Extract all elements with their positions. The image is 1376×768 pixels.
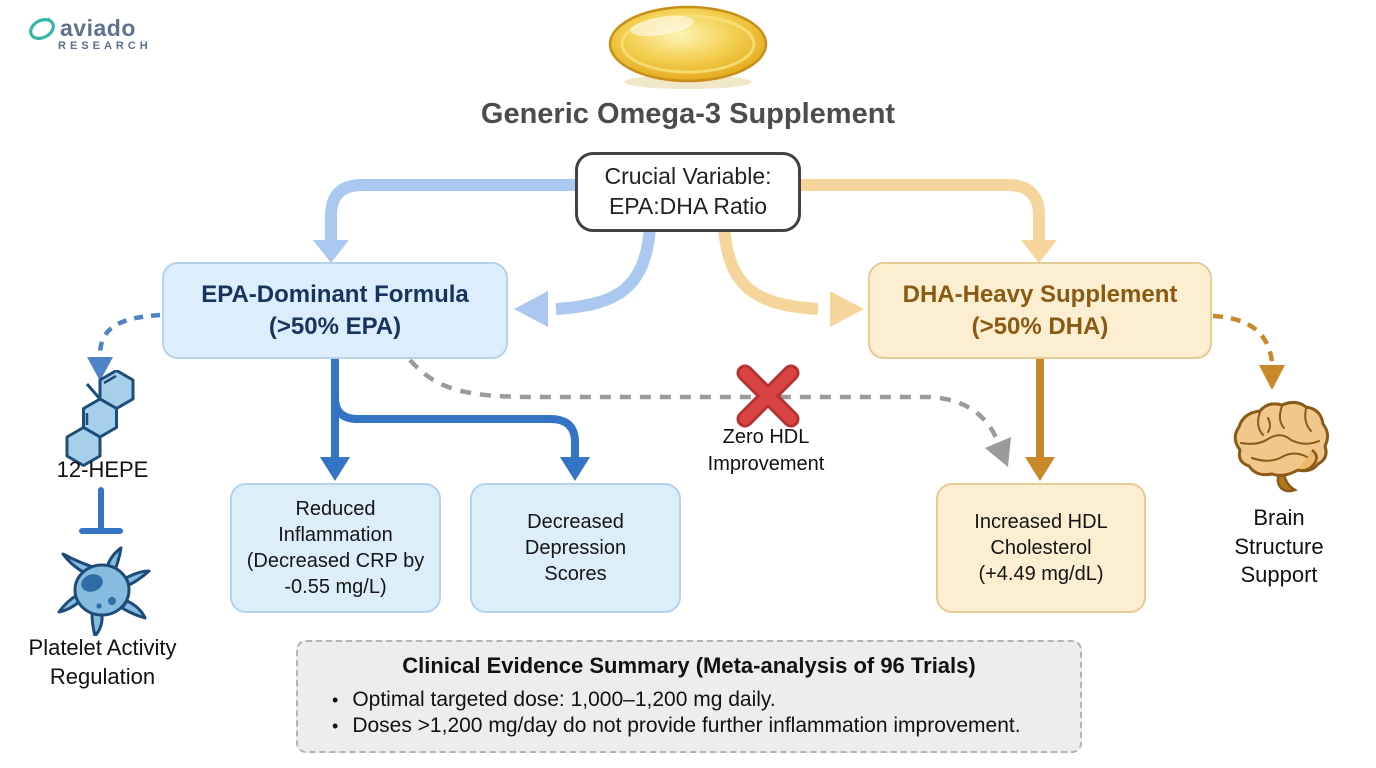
summary-bullet-text: Optimal targeted dose: 1,000–1,200 mg da…	[352, 688, 776, 711]
arrow-epa-to-hepe	[87, 312, 161, 381]
summary-title: Clinical Evidence Summary (Meta-analysis…	[402, 653, 976, 678]
platelet-cell-icon	[57, 546, 151, 636]
summary-bullet-list: • Optimal targeted dose: 1,000–1,200 mg …	[332, 687, 1080, 740]
logo: aviado RESEARCH	[28, 14, 178, 52]
node-dha-heavy: DHA-Heavy Supplement(>50% DHA)	[868, 262, 1212, 359]
summary-bullet: • Doses >1,200 mg/day do not provide fur…	[332, 713, 1080, 739]
arrow-crucial-to-dha-side	[718, 227, 864, 327]
logo-icon	[29, 17, 55, 40]
clinical-evidence-summary: Clinical Evidence Summary (Meta-analysis…	[296, 640, 1082, 753]
arrow-dha-to-brain	[1212, 313, 1285, 390]
arrow-epa-to-depression	[331, 397, 590, 481]
arrow-epa-to-hdl-dashed	[408, 358, 1011, 467]
hepe-label: 12-HEPE	[56, 457, 149, 482]
bullet-dot-icon: •	[332, 690, 339, 710]
node-crucial-variable: Crucial Variable:EPA:DHA Ratio	[575, 152, 801, 232]
logo-brand: aviado	[60, 14, 136, 41]
summary-bullet-text: Doses >1,200 mg/day do not provide furth…	[352, 714, 1021, 738]
logo-subtitle: RESEARCH	[58, 40, 152, 52]
node-epa-dominant: EPA-Dominant Formula(>50% EPA)	[162, 262, 508, 359]
page-title: Generic Omega-3 Supplement	[480, 98, 896, 130]
bullet-dot-icon: •	[332, 716, 339, 737]
arrow-crucial-to-dha-top	[798, 179, 1057, 263]
inhibition-tbar	[79, 487, 123, 534]
brain-icon	[1233, 400, 1330, 493]
arrow-dha-to-hdl	[1025, 356, 1055, 481]
summary-bullet: • Optimal targeted dose: 1,000–1,200 mg …	[332, 687, 1080, 713]
no-effect-x-icon	[736, 364, 800, 428]
arrow-crucial-to-epa-side	[514, 227, 656, 327]
omega3-capsule-icon	[608, 5, 768, 89]
hepe-molecule-icon	[65, 370, 135, 467]
arrow-crucial-to-epa-top	[313, 179, 578, 263]
